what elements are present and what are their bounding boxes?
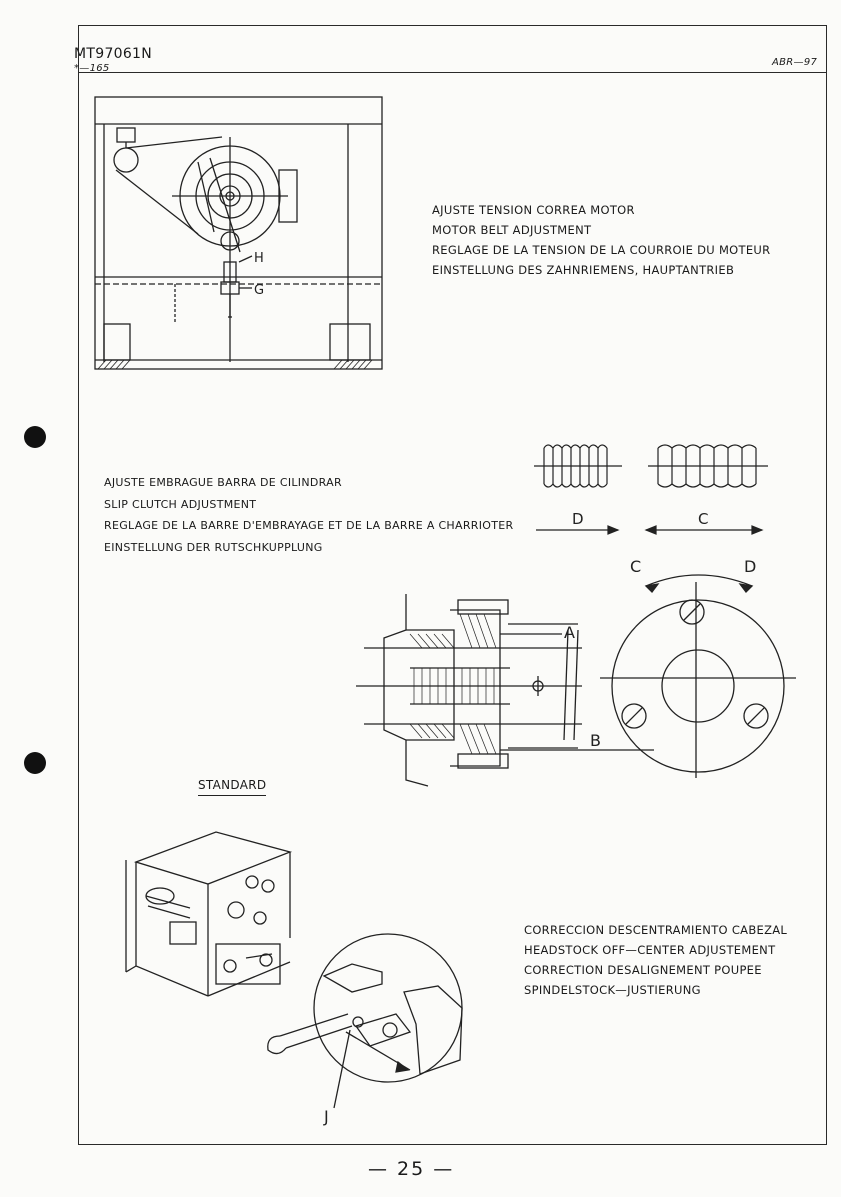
caption-line: SPINDELSTOCK—JUSTIERUNG (524, 983, 701, 997)
caption-line: CORRECTION DESALIGNEMENT POUPEE (524, 963, 762, 977)
spring-diagram: D C (534, 444, 768, 535)
punch-hole-upper (24, 426, 46, 448)
motor-label-g: G (254, 283, 264, 298)
slip-clutch-caption: AJUSTE EMBRAGUE BARRA DE CILINDRAR SLIP … (104, 472, 513, 558)
caption-line: EINSTELLUNG DES ZAHNRIEMENS, HAUPTANTRIE… (432, 263, 735, 277)
section-label-a: A (564, 623, 575, 642)
caption-line: AJUSTE EMBRAGUE BARRA DE CILINDRAR (104, 476, 342, 489)
motor-belt-caption: AJUSTE TENSION CORREA MOTOR MOTOR BELT A… (432, 200, 770, 280)
page-number: — 25 — (368, 1158, 455, 1180)
header-rule (78, 72, 827, 73)
caption-line: EINSTELLUNG DER RUTSCHKUPPLUNG (104, 540, 323, 554)
punch-hole-lower (24, 752, 46, 774)
caption-line: REGLAGE DE LA TENSION DE LA COURROIE DU … (432, 243, 771, 257)
caption-line: CORRECCION DESCENTRAMIENTO CABEZAL (524, 923, 788, 937)
headstock-diagram: J (125, 831, 463, 1126)
document-reference: ABR—97 (772, 57, 818, 68)
standard-label: STANDARD (198, 778, 267, 796)
spring-label-c: C (698, 510, 708, 528)
motor-belt-diagram: H G (94, 96, 383, 370)
rotation-label-d: D (744, 557, 756, 576)
caption-line: SLIP CLUTCH ADJUSTMENT (104, 497, 257, 511)
headstock-caption: CORRECCION DESCENTRAMIENTO CABEZAL HEADS… (524, 920, 787, 1000)
caption-line: REGLAGE DE LA BARRE D'EMBRAYAGE ET DE LA… (104, 519, 514, 532)
caption-line: HEADSTOCK OFF—CENTER ADJUSTEMENT (524, 943, 776, 957)
document-subcode: *—165 (74, 63, 110, 74)
rotation-label-c: C (630, 557, 641, 576)
caption-line: AJUSTE TENSION CORREA MOTOR (432, 203, 635, 217)
section-label-b: B (590, 731, 601, 750)
flange-rotation-diagram: C D (600, 557, 796, 778)
page-frame (78, 25, 827, 1145)
clutch-section-diagram: A B (356, 594, 654, 787)
spring-label-d: D (572, 510, 584, 528)
caption-line: MOTOR BELT ADJUSTMENT (432, 223, 592, 237)
document-code: MT97061N (74, 46, 153, 62)
motor-label-h: H (254, 251, 264, 266)
headstock-label-j: J (323, 1107, 329, 1126)
